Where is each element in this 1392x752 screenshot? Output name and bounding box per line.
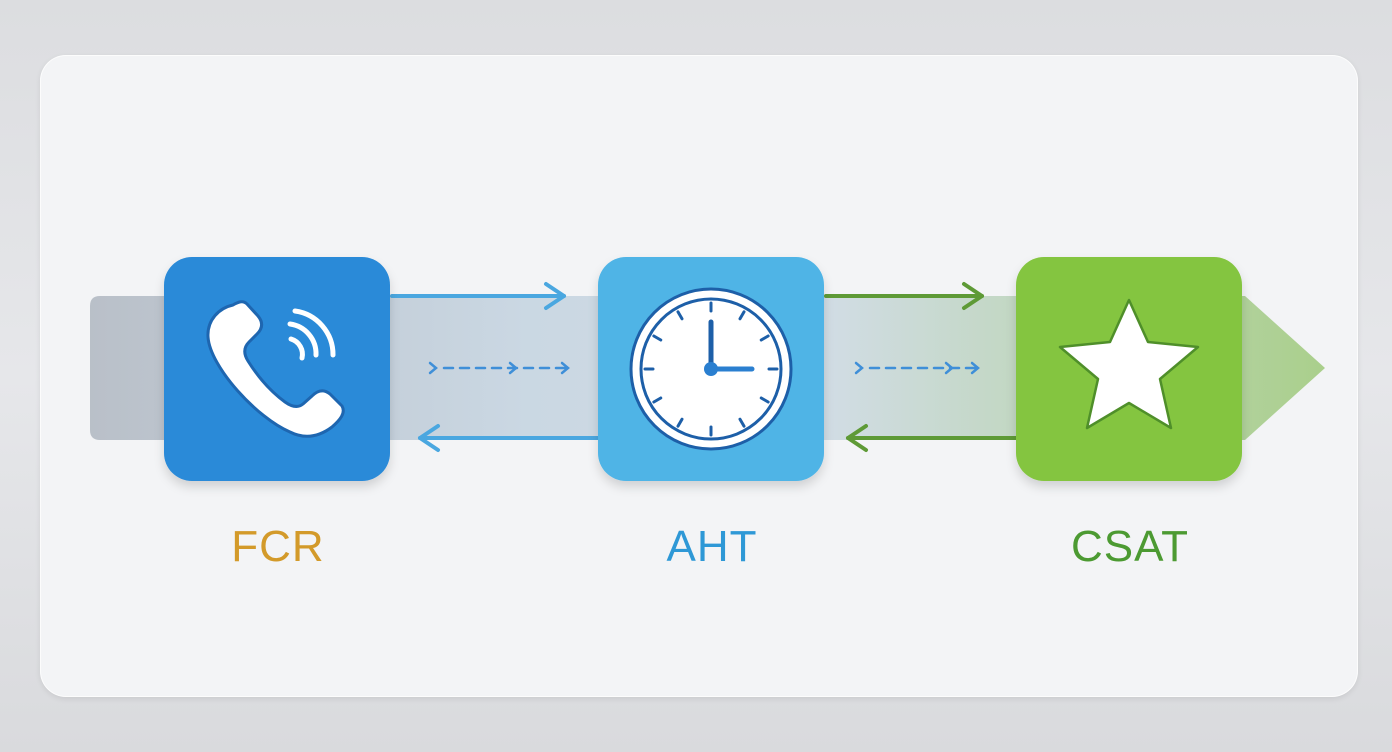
clock-tick: [738, 310, 746, 321]
star-icon: [1058, 298, 1200, 430]
csat-label: CSAT: [1070, 522, 1190, 571]
phone-icon: [206, 300, 345, 438]
fcr-label: FCR: [231, 522, 325, 571]
arrow-csat-to-aht: [846, 424, 1018, 452]
aht-label: AHT: [666, 522, 758, 571]
arrow-aht-to-csat: [824, 282, 984, 310]
fcr-tile: [164, 257, 390, 481]
clock-tick: [652, 334, 663, 342]
clock-icon: [629, 287, 793, 451]
clock-tick: [676, 417, 684, 428]
dashed-arrow-aht-to-csat: [854, 361, 982, 375]
arrow-aht-to-fcr: [418, 424, 600, 452]
clock-tick: [759, 334, 770, 342]
arrow-fcr-to-aht: [390, 282, 566, 310]
dashed-arrow-fcr-to-aht: [428, 361, 570, 375]
clock-tick: [759, 396, 770, 404]
clock-tick: [676, 310, 684, 321]
clock-tick: [738, 417, 746, 428]
clock-tick: [652, 396, 663, 404]
